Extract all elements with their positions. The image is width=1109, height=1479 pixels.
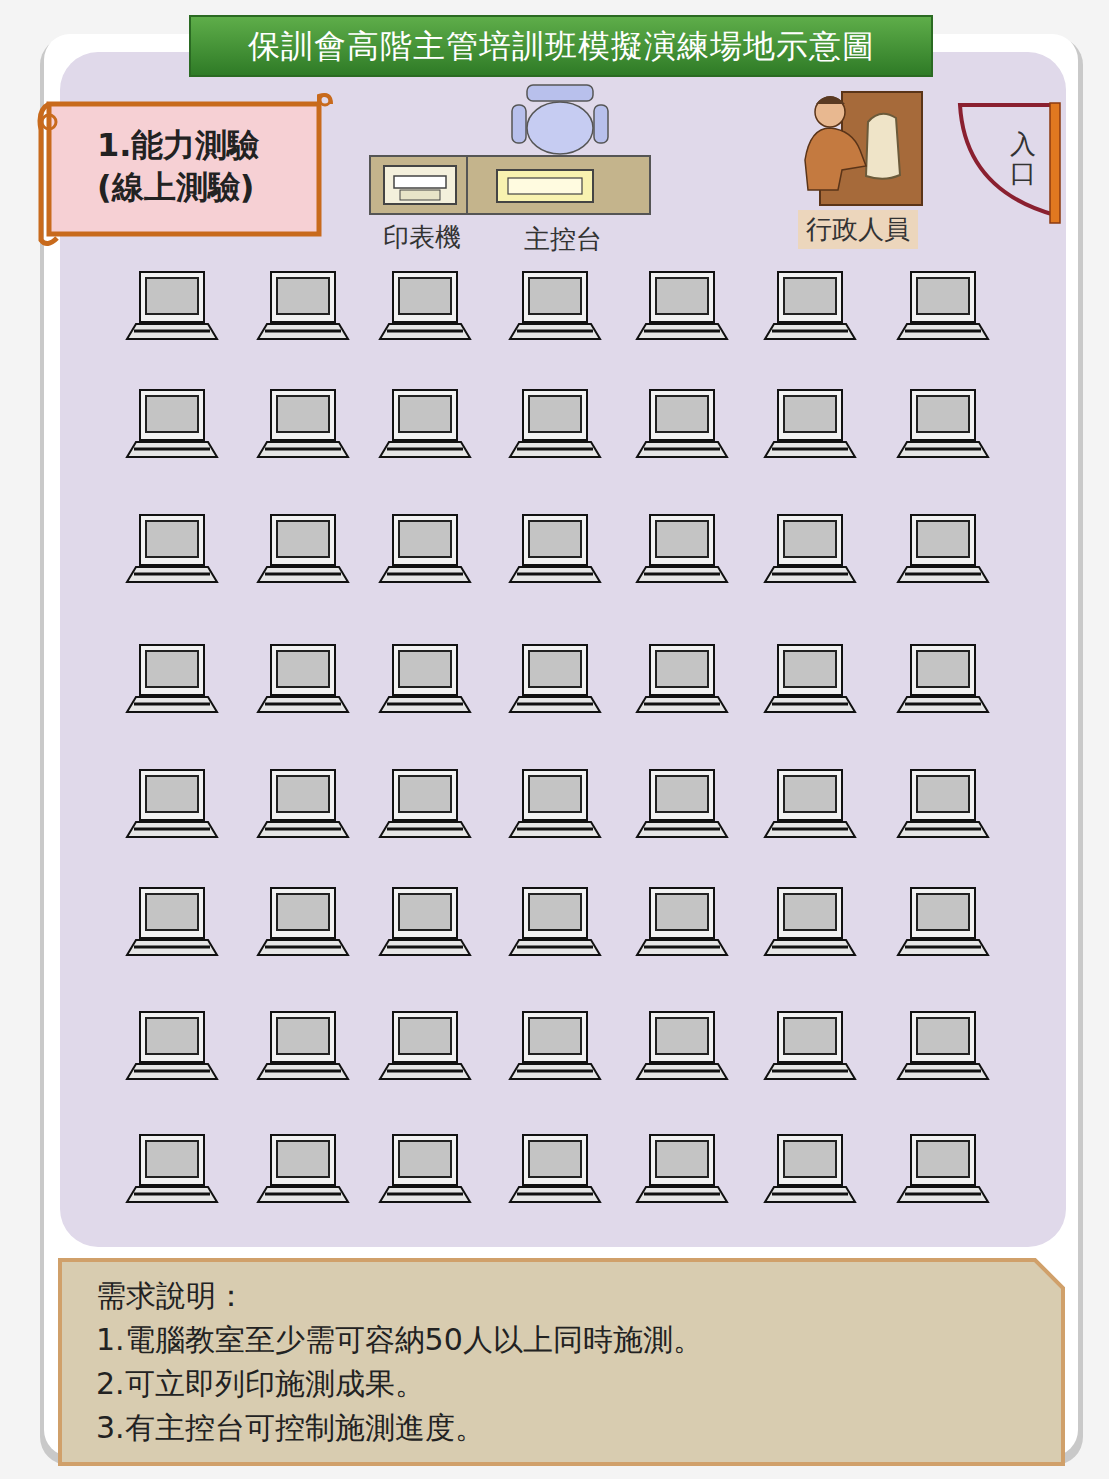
laptop-icon [258,1135,348,1202]
laptop-icon [258,645,348,712]
note-line: 2.可立即列印施測成果。 [96,1362,1035,1406]
test-scroll: 1.能力測驗 (線上測驗) [35,90,335,250]
laptop-icon [127,1135,217,1202]
laptop-icon [127,770,217,837]
laptop-icon [258,390,348,457]
laptop-icon [510,888,600,955]
requirements-box: 需求說明：1.電腦教室至少需可容納50人以上同時施測。2.可立即列印施測成果。3… [58,1258,1065,1466]
laptop-icon [258,770,348,837]
laptop-icon [380,515,470,582]
laptop-icon [380,645,470,712]
laptop-icon [127,390,217,457]
laptop-icon [127,515,217,582]
laptop-icon [510,515,600,582]
laptop-icon [898,1012,988,1079]
laptop-icon [258,1012,348,1079]
printer-label: 印表機 [383,220,461,255]
laptop-icon [127,888,217,955]
laptop-icon [898,1135,988,1202]
laptop-icon [127,272,217,339]
laptop-icon [127,645,217,712]
admin-label: 行政人員 [798,210,918,249]
title-banner [190,16,932,76]
laptop-icon [510,770,600,837]
laptop-icon [380,1012,470,1079]
console-keyboard [497,170,593,202]
console-label: 主控台 [524,222,602,257]
laptop-icon [898,888,988,955]
laptop-icon [127,1012,217,1079]
laptop-icon [380,390,470,457]
laptop-icon [898,770,988,837]
outer-panel [44,34,1078,1456]
laptop-icon [380,272,470,339]
laptop-icon [765,770,855,837]
laptop-icon [898,645,988,712]
laptop-icon [765,1135,855,1202]
laptop-icon [258,272,348,339]
laptop-icon [380,1135,470,1202]
laptop-icon [765,515,855,582]
laptop-icon [637,770,727,837]
laptop-icon [637,272,727,339]
console-desk [370,156,650,214]
laptop-grid [127,272,988,1202]
entrance-door [960,103,1060,223]
scroll-text: 1.能力測驗 (線上測驗) [97,124,295,208]
diagram-title: 保訓會高階主管培訓班模擬演練場地示意圖 [190,16,932,76]
note-line: 3.有主控台可控制施測進度。 [96,1406,1035,1450]
admin-staff-figure [805,92,922,205]
laptop-icon [765,888,855,955]
laptop-icon [380,770,470,837]
laptop-icon [510,1012,600,1079]
laptop-icon [637,1012,727,1079]
laptop-icon [510,272,600,339]
laptop-icon [637,390,727,457]
laptop-icon [258,888,348,955]
entrance-label: 入口 [1010,130,1036,187]
laptop-icon [765,1012,855,1079]
chair [512,85,608,154]
laptop-icon [765,390,855,457]
laptop-icon [510,1135,600,1202]
laptop-icon [765,645,855,712]
laptop-icon [898,390,988,457]
laptop-icon [898,272,988,339]
laptop-icon [510,645,600,712]
printer-icon [384,166,456,204]
laptop-icon [637,888,727,955]
laptop-icon [380,888,470,955]
laptop-icon [637,515,727,582]
note-line: 1.電腦教室至少需可容納50人以上同時施測。 [96,1318,1035,1362]
laptop-icon [898,515,988,582]
laptop-icon [510,390,600,457]
laptop-icon [258,515,348,582]
laptop-icon [637,645,727,712]
laptop-icon [765,272,855,339]
note-heading: 需求說明： [96,1274,1035,1318]
laptop-icon [637,1135,727,1202]
